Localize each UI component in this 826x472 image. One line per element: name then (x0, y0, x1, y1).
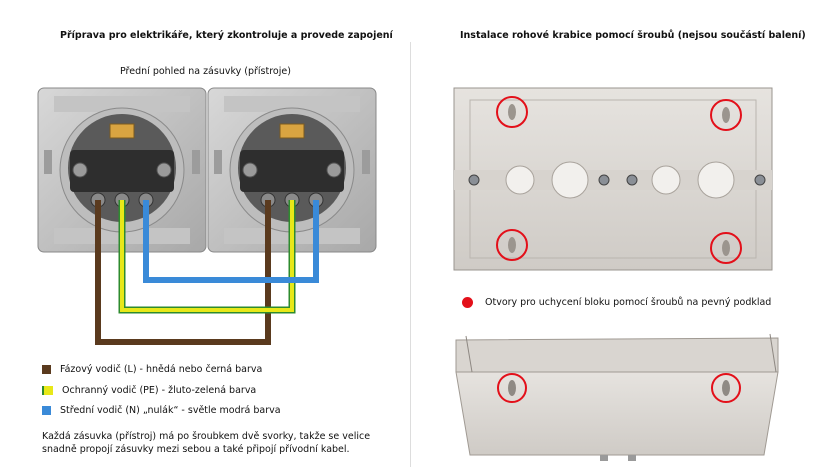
legend-neutral-label: Střední vodič (N) „nulák“ - světle modrá… (60, 405, 281, 416)
mounting-hole-markers (496, 96, 742, 264)
box-side-view (455, 333, 779, 461)
legend-neutral: Střední vodič (N) „nulák“ - světle modrá… (42, 405, 281, 416)
legend-protective: Ochranný vodič (PE) - žluto-zelená barva (42, 385, 256, 396)
wiring (95, 200, 319, 345)
legend-protective-label: Ochranný vodič (PE) - žluto-zelená barva (62, 385, 257, 396)
swatch-protective (42, 386, 53, 395)
hole-legend: Otvory pro uchycení bloku pomocí šroubů … (462, 297, 771, 308)
box-top-view (453, 87, 773, 271)
swatch-neutral (42, 406, 51, 415)
socket-left (37, 87, 207, 253)
front-view-label: Přední pohled na zásuvky (přístroje) (120, 66, 291, 77)
swatch-phase (42, 365, 51, 374)
red-dot-icon (462, 297, 473, 308)
right-panel-title: Instalace rohové krabice pomocí šroubů (… (460, 30, 806, 41)
hole-legend-label: Otvory pro uchycení bloku pomocí šroubů … (485, 297, 772, 308)
panel-divider (410, 42, 411, 467)
wire-phase (95, 200, 271, 345)
wiring-note: Každá zásuvka (přístroj) má po šroubkem … (42, 431, 371, 455)
wire-neutral (143, 200, 319, 283)
legend-phase: Fázový vodič (L) - hnědá nebo černá barv… (42, 364, 262, 375)
socket-right (207, 87, 377, 253)
legend-phase-label: Fázový vodič (L) - hnědá nebo černá barv… (60, 364, 263, 375)
left-panel-title: Příprava pro elektrikáře, který zkontrol… (60, 30, 393, 41)
